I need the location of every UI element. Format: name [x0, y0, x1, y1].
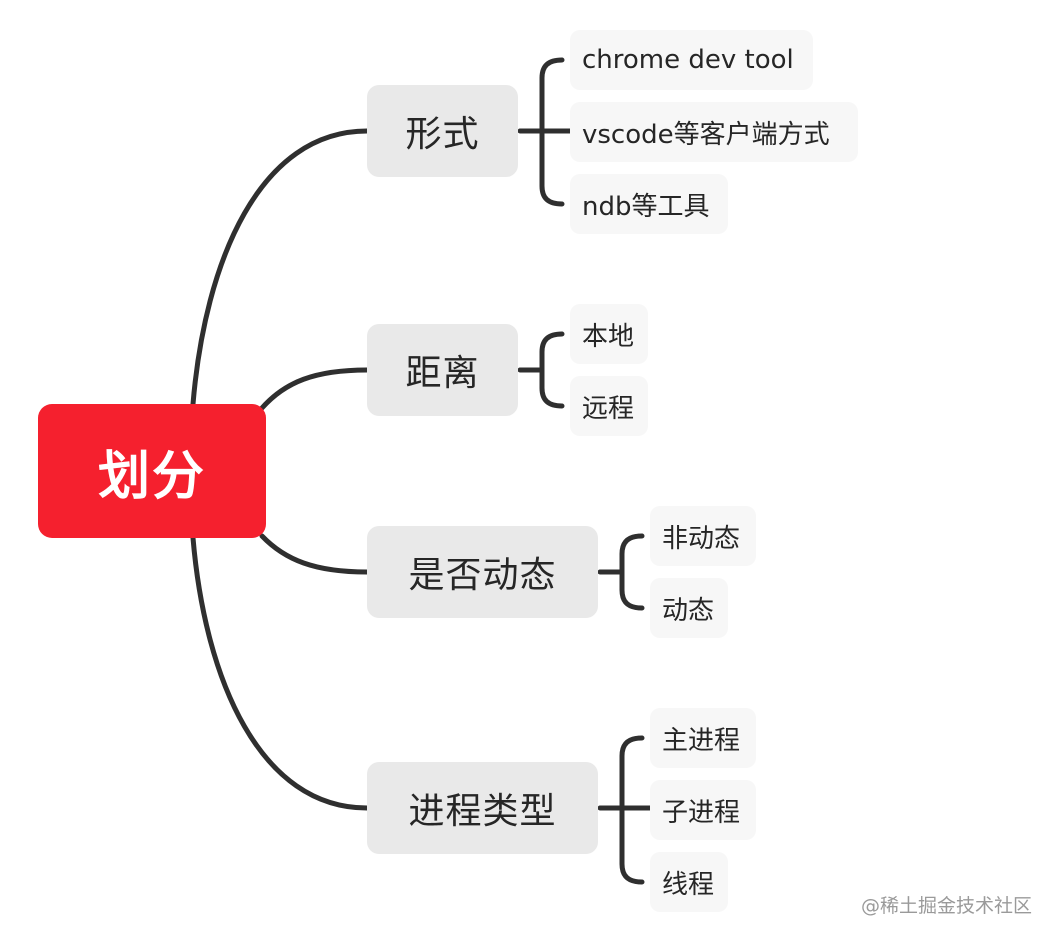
leaf-node-local[interactable]: 本地	[570, 304, 648, 364]
leaf-node-remote[interactable]: 远程	[570, 376, 648, 436]
leaf-node-dynamic[interactable]: 动态	[650, 578, 728, 638]
connector-root-branch-2	[259, 367, 370, 411]
branch-node-label: 形式	[405, 114, 480, 155]
leaf-node-label: chrome dev tool	[582, 45, 794, 75]
branch-node-label: 进程类型	[408, 791, 557, 832]
branch-node-label: 是否动态	[408, 555, 557, 596]
root-node[interactable]: 划分	[38, 404, 266, 538]
leaf-node-child-process[interactable]: 子进程	[650, 780, 756, 840]
leaf-node-thread[interactable]: 线程	[650, 852, 728, 912]
connector-branch-4-leaves	[597, 735, 653, 885]
connector-branch-3-leaves	[597, 533, 645, 611]
connector-branch-2-leaves	[517, 331, 565, 409]
leaf-node-label: 动态	[662, 595, 715, 626]
watermark: @稀土掘金技术社区	[860, 895, 1032, 917]
branch-node-dynamic[interactable]: 是否动态	[367, 526, 598, 618]
leaf-node-vscode[interactable]: vscode等客户端方式	[570, 102, 858, 162]
leaf-node-chrome-dev-tool[interactable]: chrome dev tool	[570, 30, 813, 90]
leaf-node-main-process[interactable]: 主进程	[650, 708, 756, 768]
leaf-node-label: 远程	[582, 393, 635, 424]
leaf-node-label: 线程	[662, 869, 715, 900]
leaf-node-label: 非动态	[662, 523, 741, 554]
connector-root-branch-1	[190, 128, 370, 407]
connector-root-branch-3	[259, 533, 370, 575]
leaf-node-label: 主进程	[662, 725, 741, 756]
branch-node-process-type[interactable]: 进程类型	[367, 762, 598, 854]
root-node-label: 划分	[97, 446, 206, 507]
leaf-node-non-dynamic[interactable]: 非动态	[650, 506, 756, 566]
connector-root-branch-4	[190, 535, 370, 811]
branch-node-distance[interactable]: 距离	[367, 324, 518, 416]
leaf-node-ndb[interactable]: ndb等工具	[570, 174, 728, 234]
connector-branch-1-leaves	[517, 57, 573, 207]
leaf-node-label: ndb等工具	[582, 191, 710, 222]
branch-node-form[interactable]: 形式	[367, 85, 518, 177]
leaf-node-label: vscode等客户端方式	[582, 119, 830, 150]
branch-node-label: 距离	[405, 353, 480, 394]
leaf-node-label: 本地	[582, 321, 635, 352]
leaf-node-label: 子进程	[662, 797, 741, 828]
